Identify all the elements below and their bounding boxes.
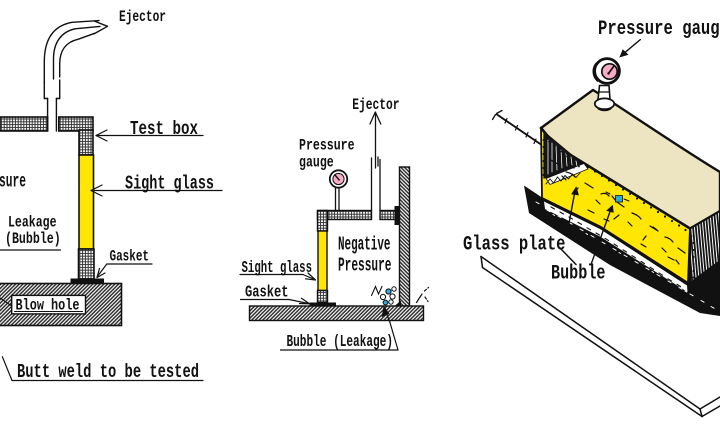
svg-text:Test box: Test box (130, 118, 198, 140)
svg-text:Gasket: Gasket (110, 248, 150, 266)
svg-text:Ejector: Ejector (352, 96, 399, 114)
svg-text:Pressure: Pressure (338, 255, 392, 277)
svg-text:Pressure: Pressure (0, 171, 26, 193)
svg-text:Leakage: Leakage (8, 214, 57, 232)
svg-text:Pressure gauge: Pressure gauge (598, 18, 720, 41)
svg-text:Pressure: Pressure (299, 137, 355, 155)
svg-text:gauge: gauge (299, 154, 334, 172)
svg-text:Negative: Negative (338, 234, 391, 256)
svg-text:Gasket: Gasket (245, 284, 289, 303)
svg-text:(Bubble): (Bubble) (5, 230, 61, 248)
svg-text:Blow hole: Blow hole (16, 297, 80, 315)
svg-text:Sight glass: Sight glass (125, 173, 214, 195)
svg-text:Bubble: Bubble (551, 263, 606, 286)
svg-text:Ejector: Ejector (119, 8, 166, 26)
svg-text:Bubble (Leakage): Bubble (Leakage) (287, 333, 394, 352)
svg-text:Glass plate: Glass plate (463, 234, 566, 257)
svg-text:Butt weld to be tested: Butt weld to be tested (17, 361, 199, 383)
svg-text:Sight glass: Sight glass (242, 259, 313, 278)
